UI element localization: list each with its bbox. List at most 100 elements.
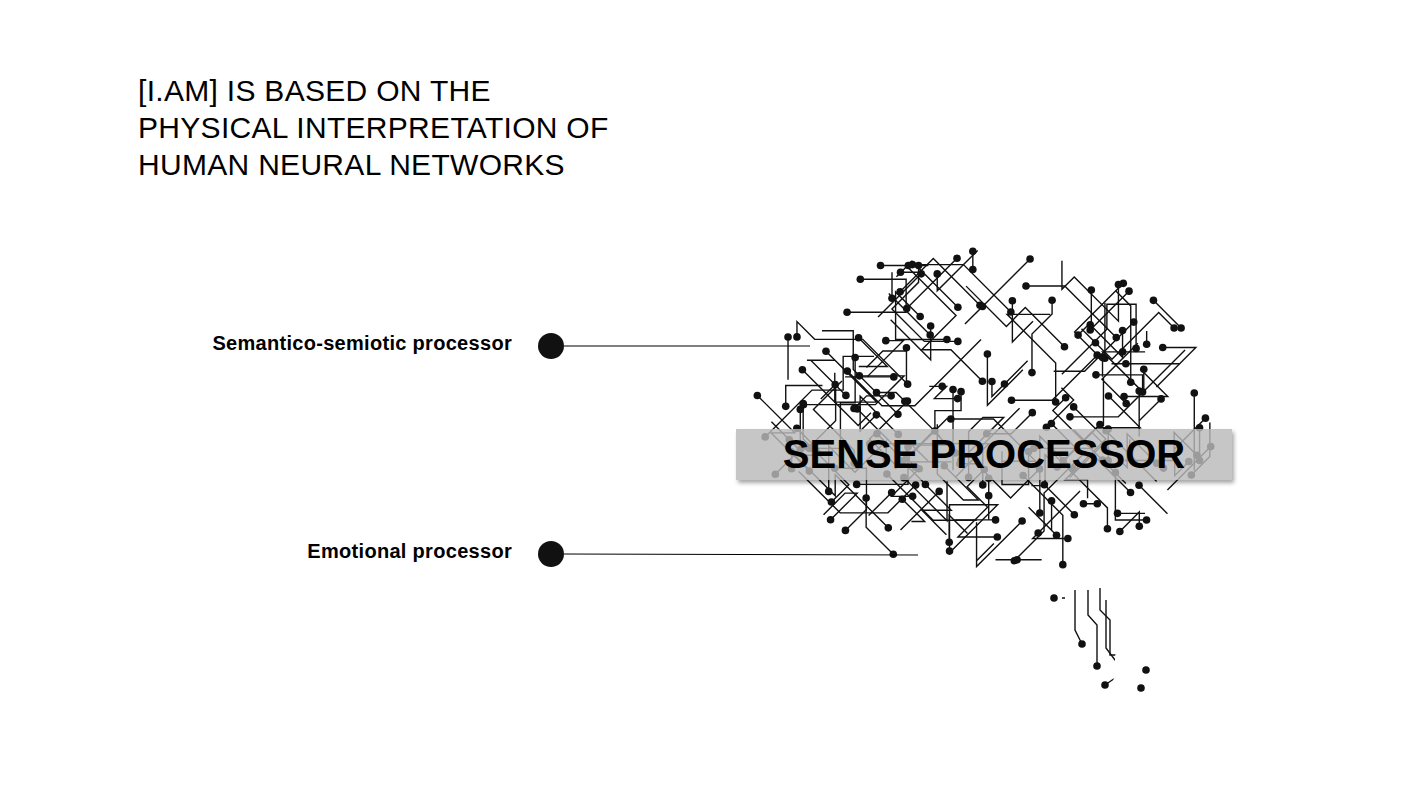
circuit-dot (1086, 326, 1094, 334)
circuit-dot (979, 303, 987, 311)
leader-line (564, 554, 918, 555)
circuit-dot (969, 266, 977, 274)
callout-label: Emotional processor (307, 540, 512, 563)
circuit-trace (807, 360, 846, 395)
circuit-dot (1080, 500, 1088, 508)
circuit-dot (988, 378, 996, 386)
circuit-dot (1022, 282, 1030, 290)
circuit-dot (1062, 394, 1070, 402)
circuit-trace (902, 499, 924, 521)
circuit-dot (1059, 561, 1067, 569)
circuit-trace (901, 491, 940, 530)
circuit-trace (1090, 291, 1129, 330)
circuit-dot (853, 481, 861, 489)
circuit-dot (1127, 378, 1135, 386)
circuit-dot (949, 386, 957, 394)
circuit-dot (896, 288, 904, 296)
node-text: SENSE PROCESSOR (783, 432, 1185, 477)
circuit-dot (953, 254, 961, 262)
circuit-dot (1078, 640, 1086, 648)
circuit-dot (945, 538, 953, 546)
circuit-dot (831, 381, 839, 389)
circuit-dot (1009, 297, 1017, 305)
circuit-dot (1013, 556, 1021, 564)
circuit-dot (1116, 528, 1124, 536)
circuit-dot (938, 383, 946, 391)
circuit-trace (786, 385, 823, 406)
circuit-dot (1120, 393, 1128, 401)
circuit-dot (979, 481, 987, 489)
circuit-dot (1092, 339, 1100, 347)
circuit-trace (1012, 301, 1033, 342)
circuit-dot (1112, 334, 1120, 342)
circuit-dot (1066, 413, 1074, 421)
circuit-dot (1061, 343, 1069, 351)
callout-dot (538, 541, 564, 567)
circuit-dot (957, 388, 965, 396)
circuit-dot (1034, 529, 1042, 537)
circuit-dot (905, 262, 913, 270)
circuit-dot (1048, 296, 1056, 304)
circuit-dot (843, 308, 851, 316)
circuit-dot (844, 367, 852, 375)
circuit-trace (965, 259, 1030, 324)
circuit-dot (1119, 327, 1127, 335)
circuit-trace (847, 279, 906, 312)
circuit-trace (765, 356, 874, 437)
circuit-trace (824, 493, 858, 520)
circuit-dot (994, 533, 1002, 541)
circuit-trace (1070, 350, 1185, 417)
circuit-dot (828, 498, 836, 506)
circuit-nodes (754, 248, 1215, 692)
circuit-dot (992, 516, 1000, 524)
circuit-dot (1036, 509, 1044, 517)
circuit-dot (1122, 360, 1130, 368)
processor-band: SENSE PROCESSOR (736, 429, 1232, 480)
circuit-traces (757, 250, 1210, 688)
circuit-dot (1008, 396, 1016, 404)
circuit-dot (915, 262, 923, 270)
circuit-dot (1101, 681, 1109, 689)
circuit-dot (1143, 516, 1151, 524)
circuit-trace (907, 258, 957, 308)
circuit-dot (943, 336, 951, 344)
circuit-dot (1088, 286, 1096, 294)
circuit-dot (1143, 340, 1151, 348)
circuit-trace (797, 322, 908, 385)
circuit-dot (888, 489, 896, 497)
circuit-trace (787, 337, 788, 380)
circuit-trace (1026, 286, 1116, 338)
callout-dot (538, 333, 564, 359)
circuit-trace (900, 259, 980, 306)
circuit-dot (1092, 371, 1100, 379)
circuit-trace (1156, 348, 1195, 387)
circuit-dot (853, 405, 861, 413)
circuit-trace (992, 361, 1028, 397)
circuit-dot (1170, 324, 1178, 332)
circuit-dot (1202, 414, 1210, 422)
circuit-dot (954, 303, 962, 311)
circuit-dot (1140, 365, 1148, 373)
circuit-dot (873, 411, 881, 419)
circuit-trace (887, 474, 977, 520)
circuit-dot (1001, 380, 1009, 388)
circuit-dot (947, 415, 955, 423)
circuit-dot (1093, 500, 1101, 508)
circuit-dot (793, 333, 801, 341)
circuit-dot (1177, 324, 1185, 332)
circuit-dot (898, 495, 906, 503)
circuit-dot (1050, 594, 1058, 602)
circuit-dot (888, 294, 896, 302)
circuit-dot (784, 333, 792, 341)
circuit-dot (1052, 398, 1060, 406)
circuit-dot (1064, 535, 1072, 543)
circuit-dot (1041, 481, 1049, 489)
circuit-dot (842, 527, 850, 535)
circuit-trace (1032, 300, 1052, 372)
circuit-dot (887, 392, 895, 400)
circuit-dot (1122, 400, 1130, 408)
circuit-trace (1096, 375, 1143, 392)
circuit-trace (1075, 590, 1082, 644)
circuit-dot (890, 373, 898, 381)
circuit-dot (882, 337, 890, 345)
